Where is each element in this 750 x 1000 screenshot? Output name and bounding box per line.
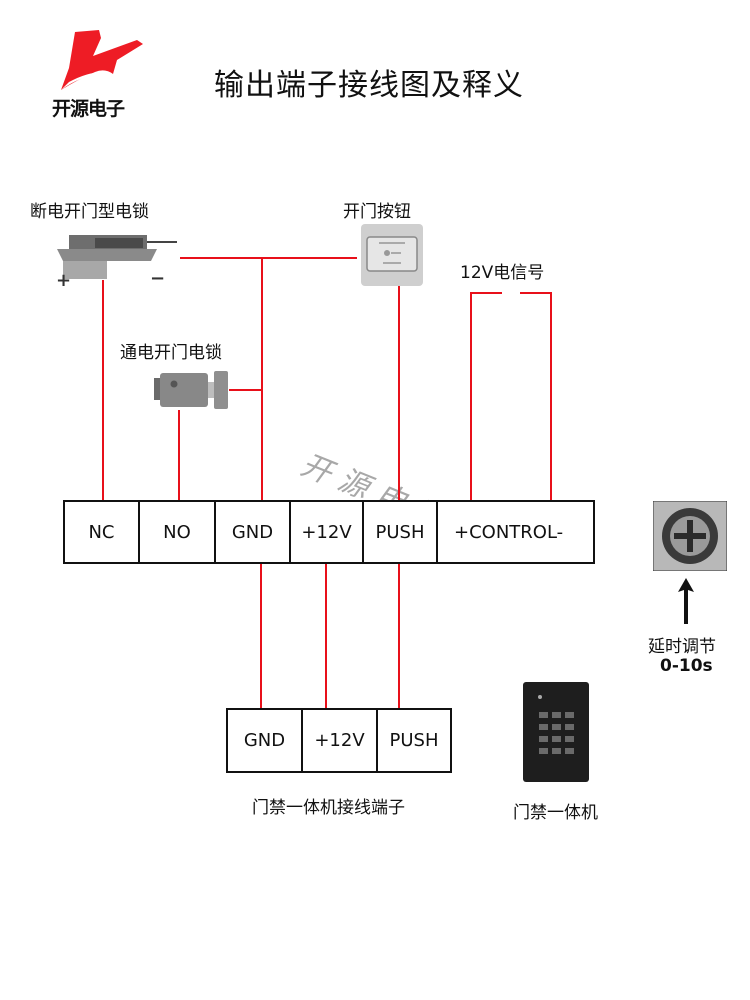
wire-signal-plus: [470, 292, 472, 500]
wire-signal-plus-h: [470, 292, 502, 294]
terminal-control: +CONTROL-: [454, 521, 564, 543]
access-terminal-12v: +12V: [303, 710, 378, 771]
wire-gnd-lower: [260, 564, 262, 708]
exit-button-icon: [361, 224, 423, 286]
wire-fail-safe-lock-gnd: [229, 389, 262, 391]
wire-no: [178, 410, 180, 500]
fail-secure-lock-label: 断电开门型电锁: [30, 202, 149, 222]
main-terminal-block: NC NO GND +12V PUSH +CONTROL-: [63, 500, 595, 564]
company-logo-icon: [61, 30, 143, 90]
wire-lock-to-button: [180, 257, 357, 259]
access-terminal-block: GND +12V PUSH: [226, 708, 452, 773]
logo-text: 开源电子: [52, 98, 125, 120]
access-control-keypad-icon: [523, 682, 589, 782]
access-terminal-push: PUSH: [389, 730, 439, 751]
wire-push-button: [398, 286, 400, 500]
terminal-push: PUSH: [364, 502, 438, 562]
terminal-nc: NC: [65, 502, 140, 562]
lock-minus-terminal: −: [150, 268, 166, 289]
access-terminal-caption: 门禁一体机接线端子: [252, 798, 405, 818]
terminal-12v: +12V: [291, 502, 364, 562]
delay-adjust-potentiometer-icon[interactable]: [653, 501, 727, 571]
exit-button-label: 开门按钮: [343, 202, 411, 222]
lock-plus-terminal: +: [56, 270, 72, 291]
wire-signal-minus-h: [520, 292, 552, 294]
delay-range-label: 0-10s: [660, 656, 713, 676]
arrow-up-icon: [678, 578, 694, 624]
access-device-caption: 门禁一体机: [513, 803, 598, 823]
fail-safe-lock-label: 通电开门电锁: [120, 343, 222, 363]
terminal-no: NO: [140, 502, 216, 562]
wire-push-lower: [398, 564, 400, 708]
delay-adjust-label: 延时调节: [648, 637, 716, 657]
signal-label: 12V电信号: [460, 263, 545, 283]
wire-signal-minus: [550, 292, 552, 500]
wire-nc: [102, 280, 104, 500]
wire-gnd-common: [261, 257, 263, 500]
access-terminal-gnd: GND: [228, 710, 303, 771]
wire-12v-lower: [325, 564, 327, 708]
fail-safe-lock-icon: [154, 371, 228, 409]
page-title: 输出端子接线图及释义: [214, 68, 524, 103]
terminal-gnd: GND: [216, 502, 291, 562]
fail-secure-lock-icon: [57, 235, 177, 279]
